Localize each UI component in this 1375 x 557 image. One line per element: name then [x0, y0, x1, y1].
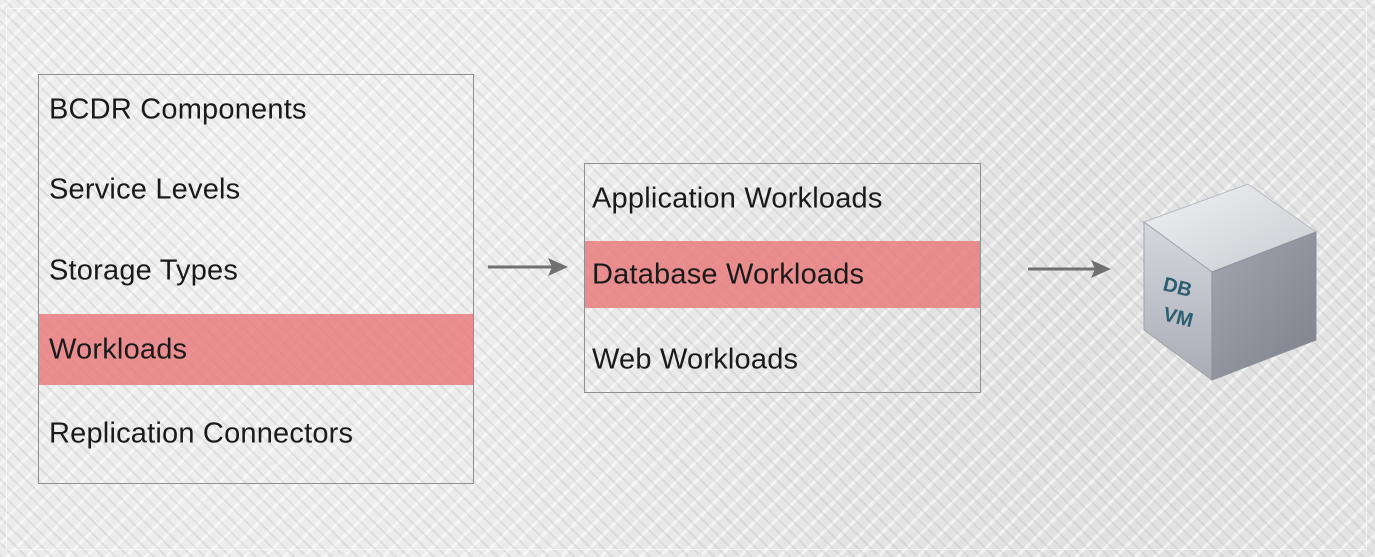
- item-label: Database Workloads: [592, 258, 865, 290]
- list-item-service-levels: Service Levels: [39, 155, 473, 225]
- list-item-storage-types: Storage Types: [39, 236, 473, 306]
- list-item-workloads-highlighted: Workloads: [39, 314, 473, 385]
- list-item-database-workloads-highlighted: Database Workloads: [585, 241, 980, 308]
- item-label: Replication Connectors: [49, 417, 354, 450]
- list-item-web-workloads: Web Workloads: [585, 326, 980, 394]
- database-vm-cube-icon: DB VM: [1142, 183, 1318, 381]
- item-label: Storage Types: [49, 254, 239, 287]
- list-item-application-workloads: Application Workloads: [585, 164, 980, 234]
- bcdr-categories-box: BCDR Components Service Levels Storage T…: [38, 74, 474, 484]
- item-label: Web Workloads: [592, 343, 799, 376]
- item-label: BCDR Components: [49, 93, 307, 126]
- list-item-bcdr-components: BCDR Components: [39, 75, 473, 145]
- list-item-replication-connectors: Replication Connectors: [39, 399, 473, 469]
- workload-types-box: Application Workloads Database Workloads…: [584, 163, 981, 393]
- arrow-right-icon: [488, 258, 568, 276]
- arrow-right-icon: [1028, 260, 1111, 278]
- item-label: Service Levels: [49, 173, 241, 206]
- item-label: Application Workloads: [592, 182, 883, 215]
- item-label: Workloads: [49, 333, 188, 365]
